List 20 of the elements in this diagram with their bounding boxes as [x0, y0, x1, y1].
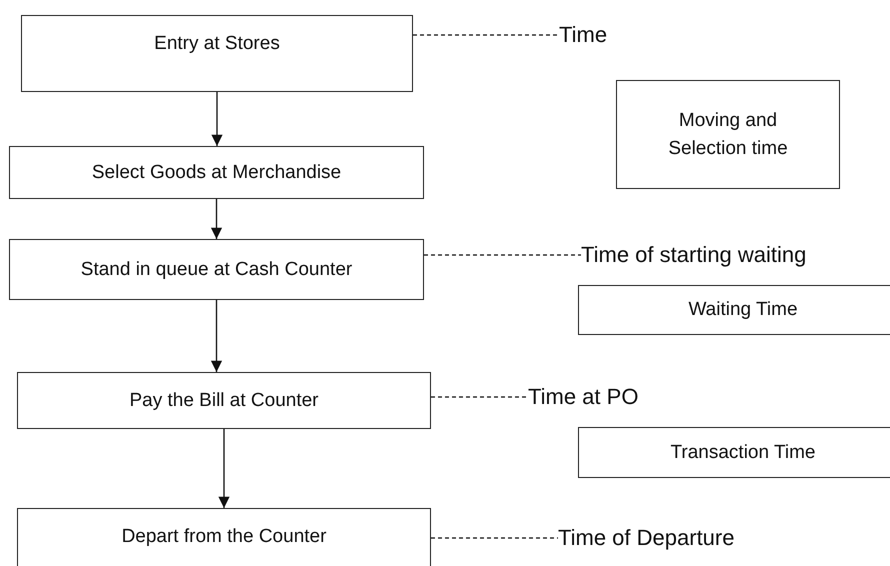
leader-line	[431, 396, 528, 398]
leader-line	[431, 537, 558, 539]
process-box: Pay the Bill at Counter	[17, 372, 431, 429]
annotation-text: Time at PO	[528, 382, 668, 412]
arrow	[218, 429, 230, 508]
leader-line	[413, 34, 559, 36]
arrow	[210, 199, 222, 239]
process-box: Waiting Time	[578, 285, 890, 335]
process-box: Select Goods at Merchandise	[9, 146, 424, 199]
process-box: Entry at Stores	[21, 15, 413, 92]
annotation-text: Time of Departure	[558, 523, 808, 553]
annotation-text: Time of starting waiting	[581, 240, 881, 270]
leader-line	[424, 254, 581, 256]
annotation-text: Time	[559, 20, 639, 50]
process-box: Stand in queue at Cash Counter	[9, 239, 424, 300]
process-box: Depart from the Counter	[17, 508, 431, 566]
process-box: Moving and Selection time	[616, 80, 840, 189]
arrow	[210, 300, 222, 372]
arrow	[211, 92, 223, 146]
process-box: Transaction Time	[578, 427, 890, 478]
